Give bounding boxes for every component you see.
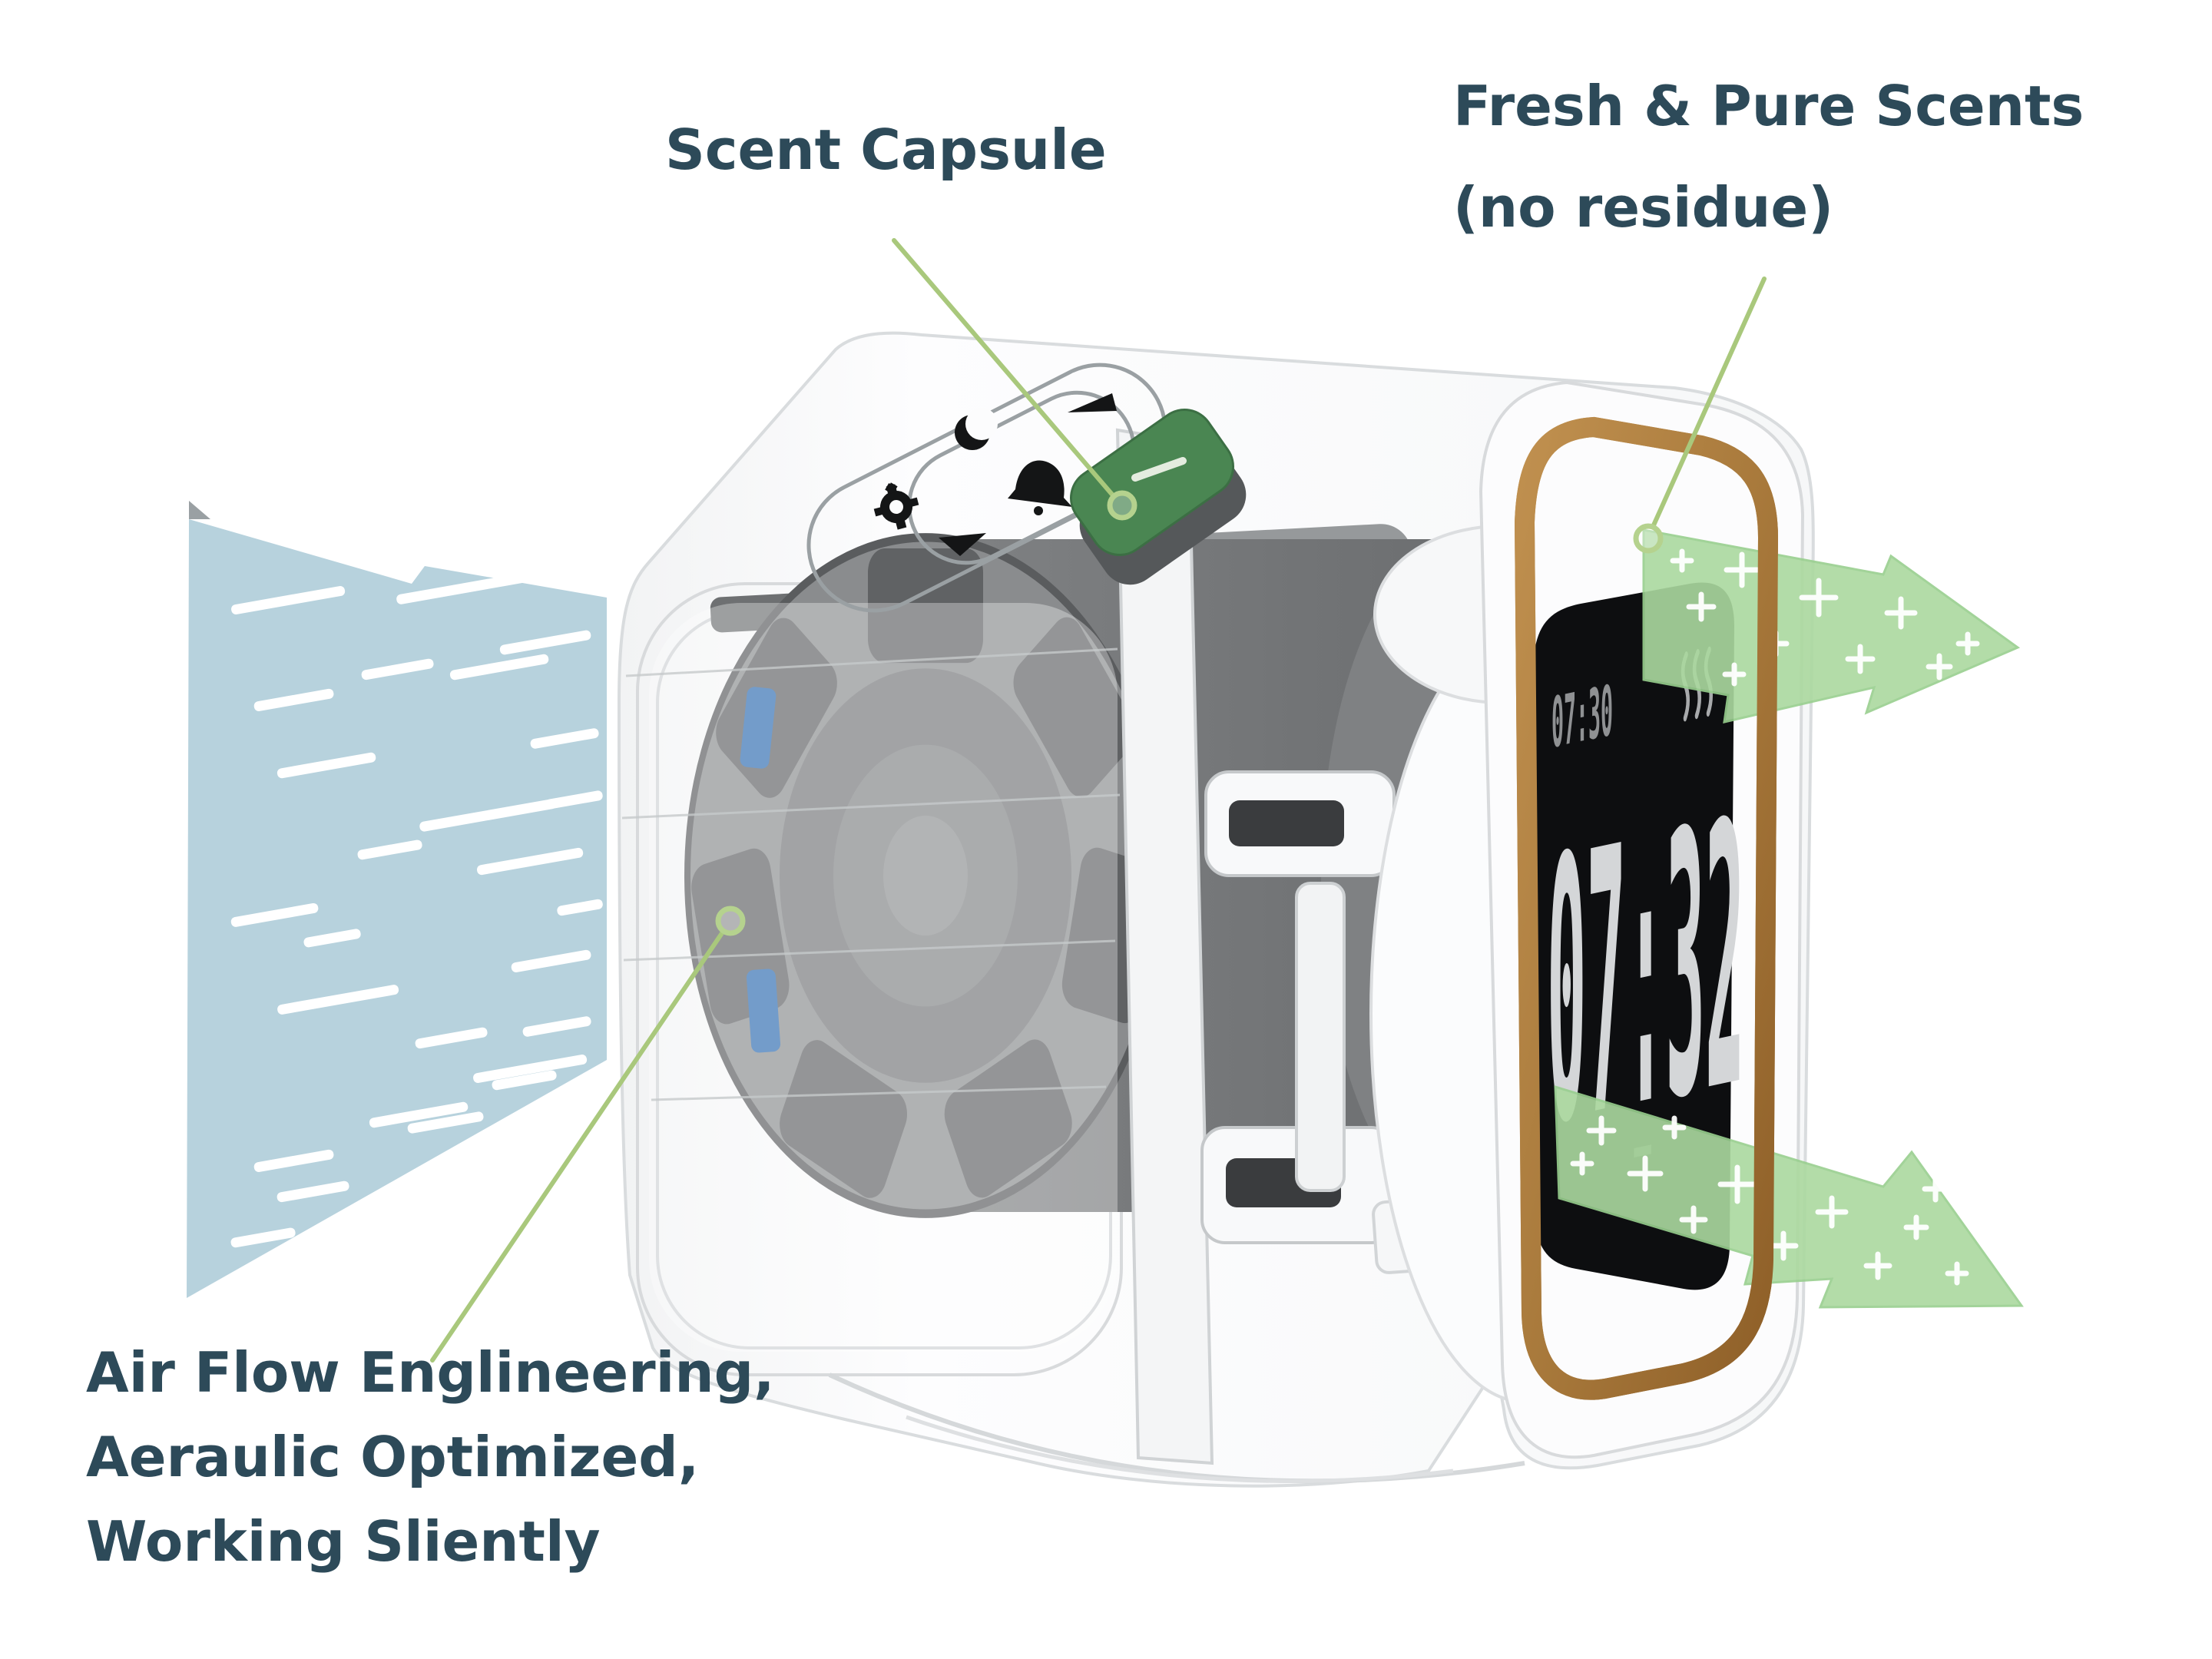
fan-clip-blue-bottom xyxy=(746,969,781,1053)
air-flow-label: Air Flow Englineering, Aeraulic Optimize… xyxy=(86,1330,774,1584)
airflow-plane xyxy=(187,501,607,1298)
transparent-shell xyxy=(649,603,1118,1352)
scent-capsule-label: Scent Capsule xyxy=(665,108,1107,192)
down-arrow-icon xyxy=(939,533,986,556)
top-panel xyxy=(806,363,1167,613)
airflow-plane-corner-speck xyxy=(189,501,210,519)
alarm-time-text: 07:30 xyxy=(1551,671,1613,764)
arrow-bottom-sparkles xyxy=(1570,1115,1969,1286)
capsule-top xyxy=(1069,409,1235,556)
scent-capsule xyxy=(1069,409,1247,585)
air-flow-line1: Air Flow Englineering, xyxy=(86,1340,775,1405)
scent-capsule-label-text: Scent Capsule xyxy=(665,118,1107,182)
base-curve-2 xyxy=(906,1415,1454,1483)
fresh-pure-line1: Fresh & Pure Scents xyxy=(1453,74,2085,138)
air-flow-line3: Working Sliently xyxy=(86,1509,601,1574)
leader-line-scent-capsule xyxy=(892,238,1137,521)
moon-icon xyxy=(955,408,998,450)
shell-seam-4 xyxy=(651,1085,1107,1101)
airflow-plane-shape xyxy=(187,519,607,1298)
gear-icon xyxy=(873,482,919,530)
leader-line-fresh-pure xyxy=(1633,276,1767,554)
air-flow-line2: Aeraulic Optimized, xyxy=(86,1425,700,1489)
shell-seam-1 xyxy=(625,647,1118,677)
device: 07:30 07:32 xyxy=(617,331,1815,1488)
shell-seam-2 xyxy=(621,793,1121,820)
fresh-pure-label: Fresh & Pure Scents (no residue) xyxy=(1453,55,2084,258)
fan-clip-blue-top xyxy=(740,687,777,769)
airflow-dashes xyxy=(230,573,603,1248)
green-arrow-bottom xyxy=(1554,1084,2024,1309)
fresh-pure-line2: (no residue) xyxy=(1453,175,1834,240)
mid-pillar xyxy=(1295,882,1346,1192)
fan-hub-cap xyxy=(883,815,968,936)
up-arrow-icon xyxy=(1068,393,1117,412)
bracket-top xyxy=(1204,770,1396,877)
bell-icon xyxy=(1008,460,1072,515)
capsule-highlight xyxy=(1131,457,1187,482)
leader-line-air-flow xyxy=(430,906,746,1363)
